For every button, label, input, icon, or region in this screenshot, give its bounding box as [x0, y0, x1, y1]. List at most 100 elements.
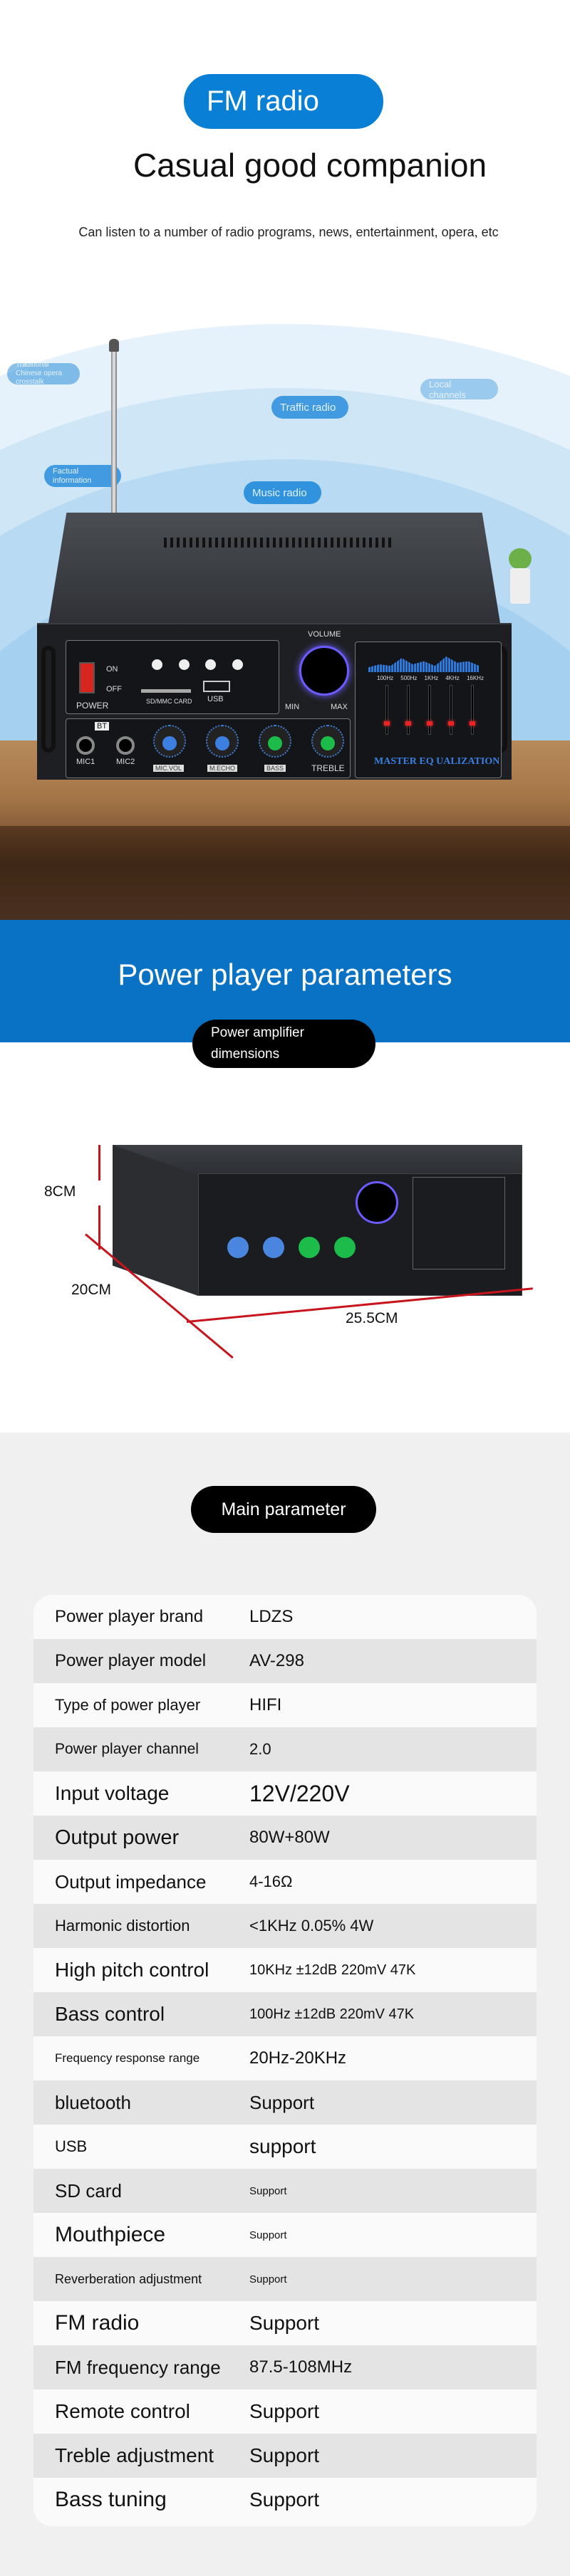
media-button[interactable] [152, 659, 162, 670]
bubble-traffic-radio: Traffic radio [271, 396, 348, 419]
param-label: USB [55, 2137, 88, 2155]
param-label: Power player channel [55, 1741, 199, 1757]
param-value: Support [249, 2444, 320, 2466]
vent-slot [388, 538, 391, 548]
volume-label: VOLUME [308, 630, 341, 639]
param-value: 80W+80W [249, 1828, 330, 1847]
bubble-opera: Traditional Chinese opera crosstalk [7, 361, 80, 386]
sd-card-slot [141, 689, 191, 693]
eq-slider[interactable] [470, 685, 475, 735]
table-row: Input voltage 12V/220V [33, 1771, 537, 1816]
sd-card-label: SD/MMC CARD [146, 698, 192, 705]
treble-knob[interactable] [311, 725, 344, 758]
antenna [111, 340, 117, 575]
bubble-music-radio: Music radio [244, 481, 321, 504]
param-label: Bass control [55, 2003, 165, 2025]
param-label: Output power [55, 1826, 180, 1849]
height-line-top [98, 1145, 100, 1180]
media-button[interactable] [178, 659, 190, 670]
dimensions-badge: Power amplifier dimensions [192, 1020, 375, 1068]
table-row: USB support [33, 2125, 537, 2169]
param-value: 12V/220V [249, 1780, 350, 1806]
table-row: Bass control 100Hz ±12dB 220mV 47K [33, 1992, 537, 2036]
vent-slot [266, 538, 269, 548]
vent-slot [324, 538, 327, 548]
vent-slot [311, 538, 314, 548]
vent-slot [356, 538, 359, 548]
power-switch[interactable] [79, 662, 95, 693]
bubble-factual-information: Factual information [44, 465, 121, 487]
height-label: 8CM [44, 1183, 76, 1200]
eq-slider[interactable] [427, 685, 432, 735]
eq-slider[interactable] [405, 685, 411, 735]
section-subtitle: Can listen to a number of radio programs… [78, 225, 499, 239]
param-value: support [249, 2135, 316, 2157]
param-label: Input voltage [55, 1782, 170, 1804]
vent-slot [299, 538, 301, 548]
mic-vol-label: MIC.VOL [153, 765, 185, 772]
vent-slot [222, 538, 224, 548]
bubble-local-channels: Local channels [420, 379, 498, 400]
max-label: MAX [331, 703, 348, 711]
vent-slot [363, 538, 366, 548]
param-label: Reverberation adjustment [55, 2271, 202, 2286]
bass-knob[interactable] [259, 725, 291, 758]
treble-label: TREBLE [311, 763, 345, 773]
param-value: 87.5-108MHz [249, 2357, 353, 2377]
param-label: FM frequency range [55, 2356, 221, 2378]
param-label: SD card [55, 2179, 122, 2201]
eq-frequency-labels: 100Hz 500Hz 1KHz 4KHz 16KHz [377, 675, 484, 681]
mic1-label: MIC1 [76, 758, 95, 766]
param-value: <1KHz 0.05% 4W [249, 1917, 374, 1934]
vent-slot [273, 538, 276, 548]
vent-slot [177, 538, 180, 548]
media-button[interactable] [205, 659, 217, 670]
param-value: 20Hz-20KHz [249, 2048, 347, 2068]
mic1-jack [76, 736, 95, 755]
bt-badge: BT [95, 722, 110, 731]
media-buttons [152, 659, 243, 671]
vent-slot [183, 538, 186, 548]
vent-slot [331, 538, 333, 548]
media-button[interactable] [232, 659, 243, 670]
vent-slot [375, 538, 378, 548]
eq-slider[interactable] [448, 685, 454, 735]
off-label: OFF [106, 685, 122, 693]
mic-echo-knob[interactable] [206, 725, 239, 758]
media-panel: ON OFF POWER SD/MMC CARD USB [66, 640, 279, 714]
fm-radio-badge: FM radio [184, 74, 383, 129]
equalizer-panel: 100Hz 500Hz 1KHz 4KHz 16KHz MASTER EQ UA… [355, 642, 502, 778]
vent-slot [337, 538, 340, 548]
vent-slot [254, 538, 256, 548]
eq-slider[interactable] [384, 685, 390, 735]
param-label: Harmonic distortion [55, 1917, 190, 1934]
param-label: High pitch control [55, 1959, 209, 1981]
vent-slot [292, 538, 295, 548]
vent-slot [209, 538, 212, 548]
param-value: 4-16Ω [249, 1873, 293, 1890]
control-panel: BT MIC1 MIC2 MIC.VOL M.ECHO BASS TREBLE [66, 718, 351, 778]
param-value: Support [249, 2091, 315, 2113]
param-value: LDZS [249, 1607, 294, 1626]
param-label: Mouthpiece [55, 2223, 166, 2246]
mic-vol-knob[interactable] [153, 725, 186, 758]
vent-slot [228, 538, 231, 548]
amplifier-photo-angle [113, 1145, 522, 1296]
vent-slot [215, 538, 218, 548]
min-label: MIN [285, 703, 300, 711]
param-value: 100Hz ±12dB 220mV 47K [249, 2006, 415, 2022]
volume-knob[interactable] [299, 646, 349, 696]
eq-freq-label: 4KHz [445, 675, 460, 681]
vent-slot [305, 538, 308, 548]
height-line-bottom [98, 1205, 100, 1250]
